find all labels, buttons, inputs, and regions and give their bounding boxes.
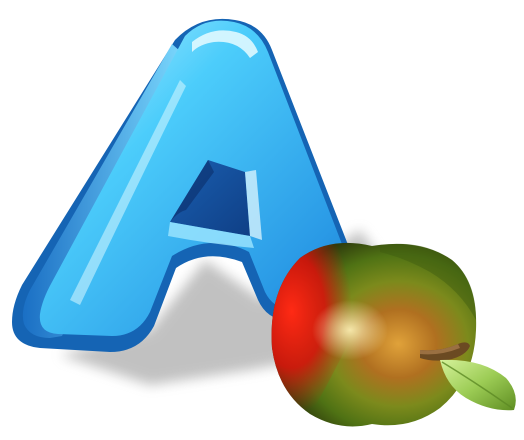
- apple-leaf: [440, 359, 516, 411]
- apple-stem: [420, 342, 470, 361]
- apple: [271, 242, 477, 427]
- letter-a: [12, 18, 355, 352]
